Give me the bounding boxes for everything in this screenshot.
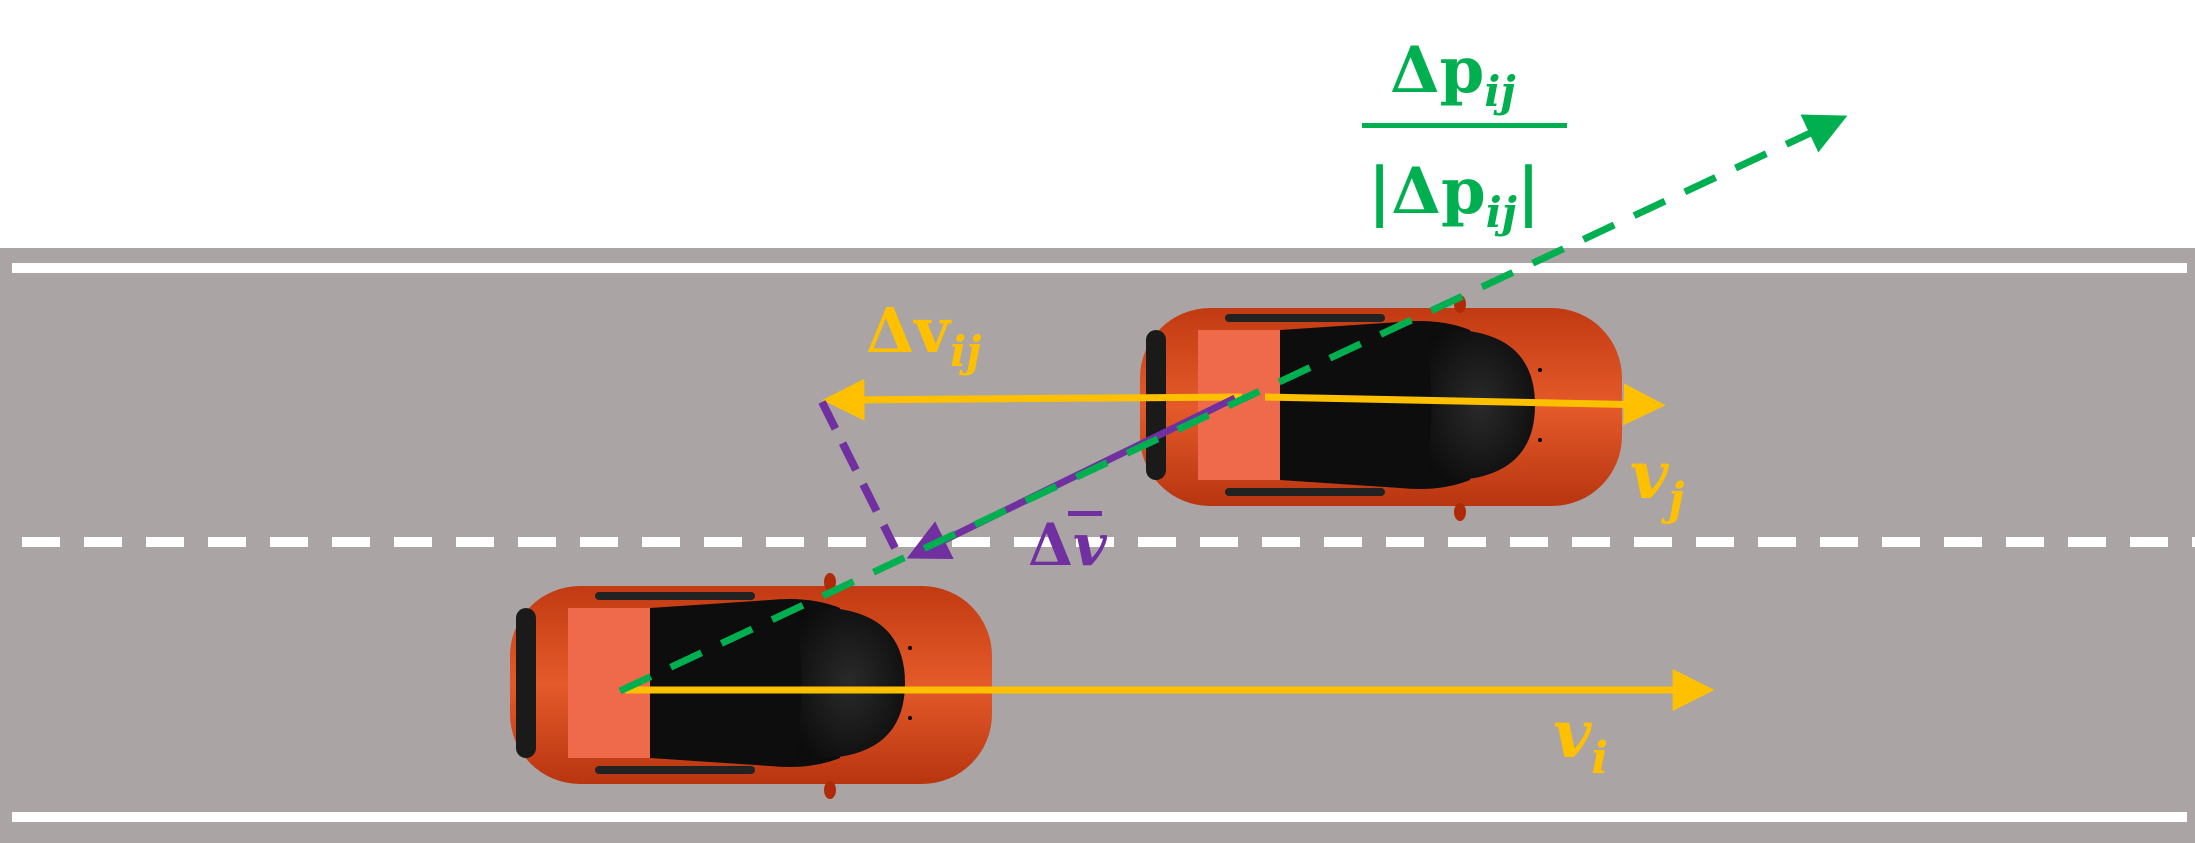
svg-text:Δv: Δv — [1028, 511, 1108, 579]
projection-dashed-line — [818, 400, 899, 550]
relative-velocity-label: Δvij — [866, 294, 981, 376]
velocity-i-sub: i — [1591, 733, 1608, 784]
mean-velocity-var: v — [1073, 511, 1108, 579]
unit-vector-denominator-sub: ij — [1486, 188, 1517, 237]
velocity-i-label: vi — [1553, 695, 1608, 784]
fraction-bar — [1362, 123, 1567, 128]
unit-vector-denominator-close: | — [1517, 154, 1540, 229]
mean-velocity-delta: Δ — [1028, 511, 1073, 579]
relative-velocity-arrow — [822, 378, 1243, 421]
top-lane-line — [12, 263, 2187, 273]
unit-vector-numerator: Δpij — [1390, 33, 1516, 116]
car-top-view-icon — [510, 573, 992, 799]
car-j — [1140, 295, 1622, 521]
velocity-j-label: vj — [1630, 436, 1684, 525]
unit-vector-denominator: |Δpij| — [1368, 154, 1540, 237]
mean-velocity-overbar — [1068, 511, 1102, 516]
car-i — [510, 573, 992, 799]
unit-vector-numerator-sub: ij — [1484, 67, 1515, 116]
bottom-lane-line — [12, 812, 2187, 822]
car-top-view-icon — [1140, 295, 1622, 521]
relative-velocity-sub: ij — [950, 327, 981, 376]
mean-velocity-difference-label: Δv — [1028, 511, 1108, 579]
velocity-j-arrow — [1264, 383, 1666, 426]
unit-vector-label: Δpij |Δpij| — [1362, 33, 1567, 237]
